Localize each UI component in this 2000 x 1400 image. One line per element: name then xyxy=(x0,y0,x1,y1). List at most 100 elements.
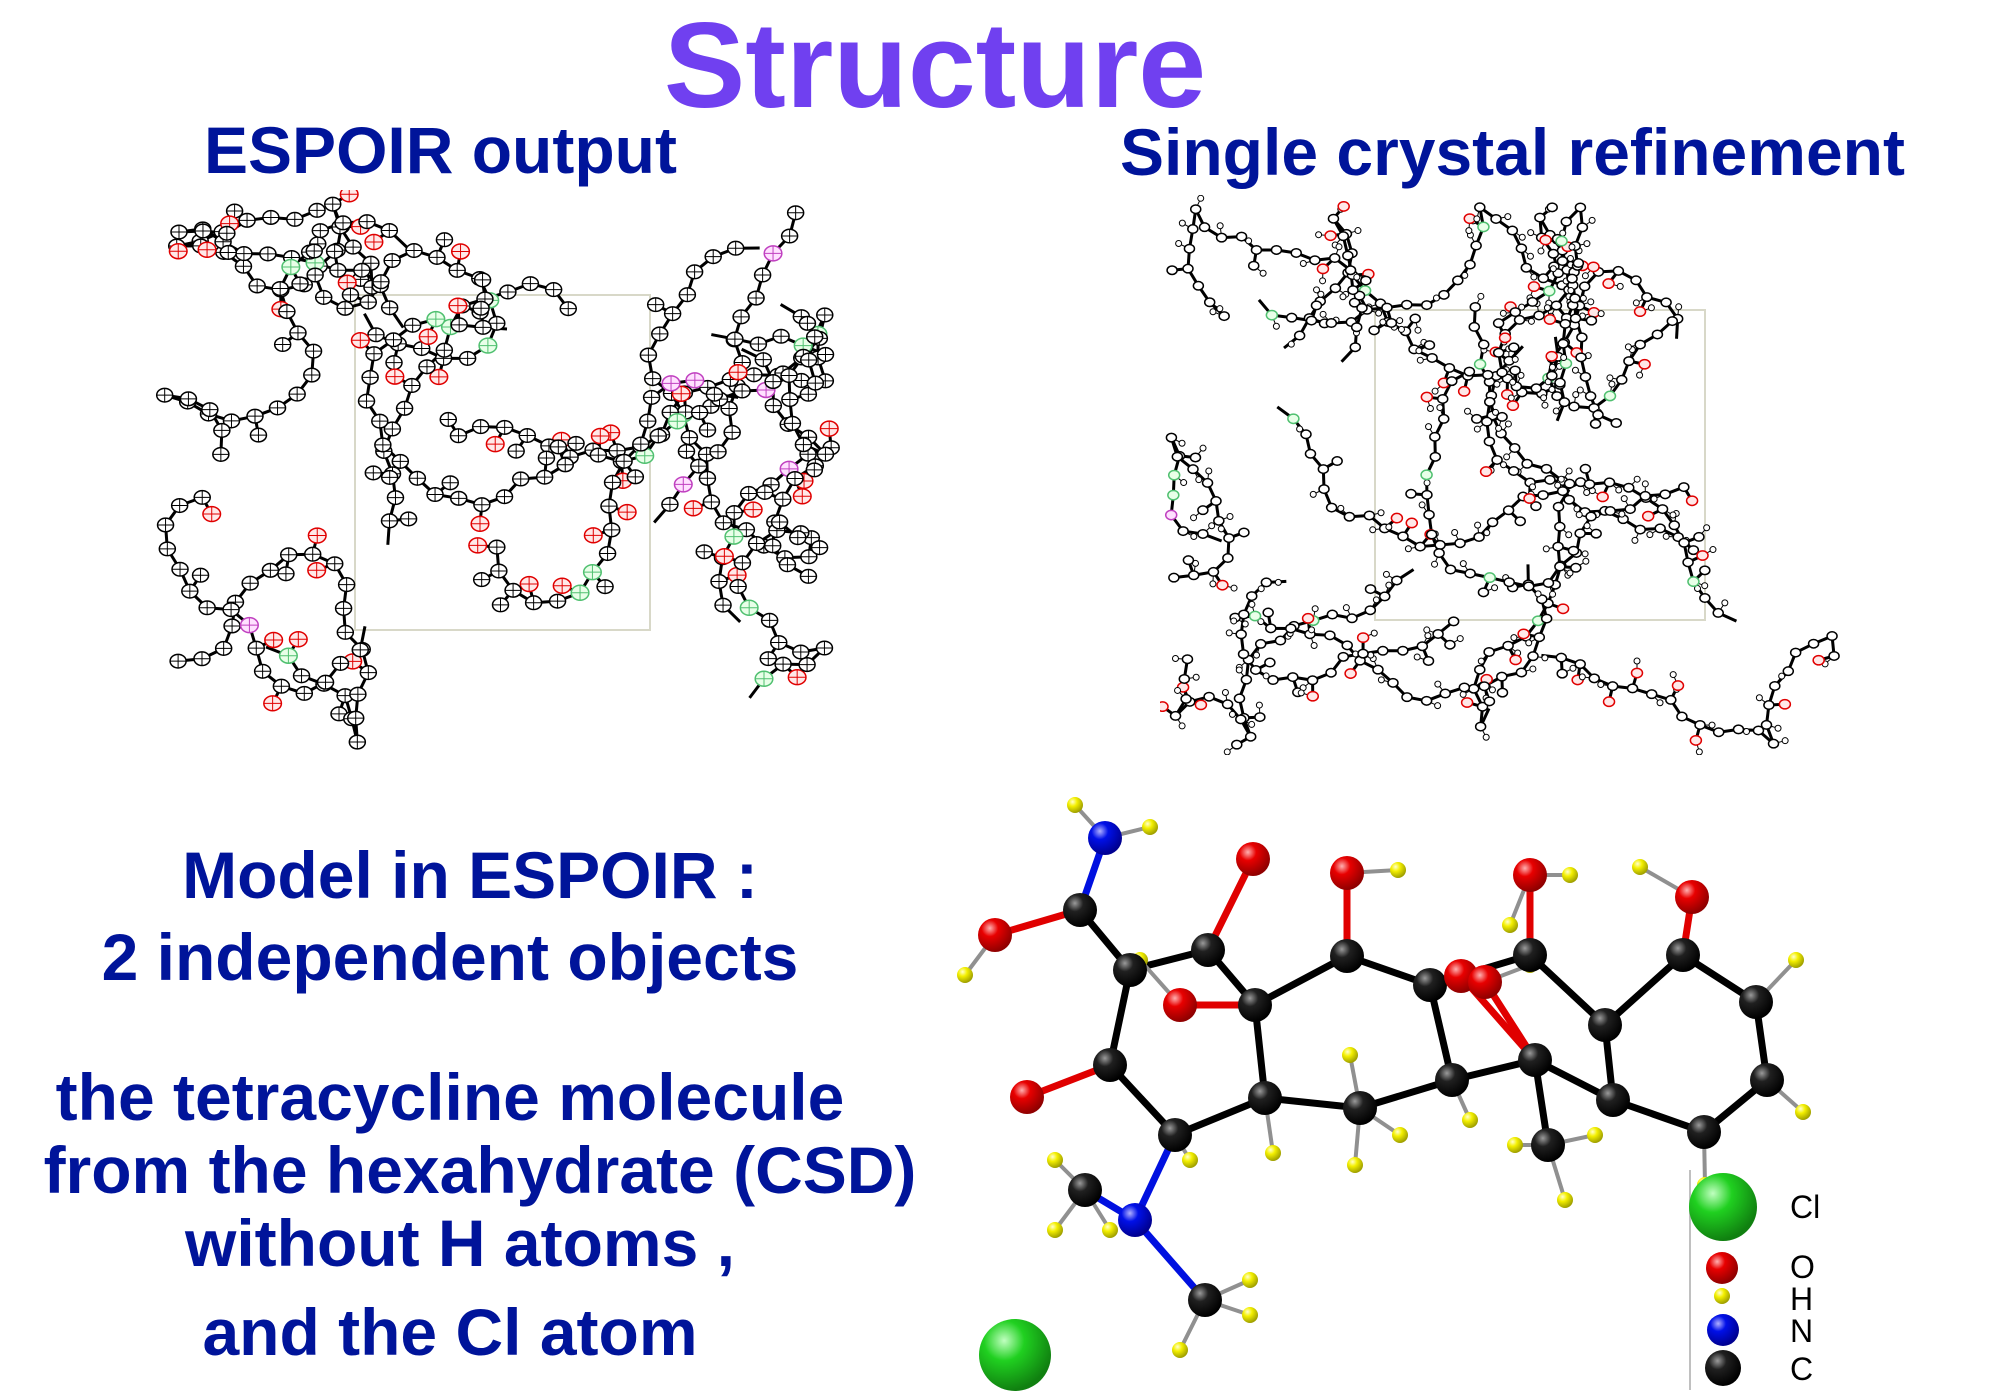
packing-atom xyxy=(667,413,687,430)
packing-atom xyxy=(1828,650,1840,661)
packing-atom xyxy=(1682,557,1694,568)
packing-atom xyxy=(1409,313,1421,324)
molecule-bond xyxy=(1601,951,1687,1029)
packing-atom xyxy=(537,450,556,466)
packing-atom xyxy=(371,413,389,429)
packing-atom xyxy=(598,546,617,562)
packing-atom xyxy=(685,264,704,280)
packing-atom xyxy=(435,342,454,358)
packing-atom xyxy=(590,427,610,445)
packing-atom xyxy=(1612,265,1625,276)
packing-atom xyxy=(198,600,216,616)
packing-atom xyxy=(1610,418,1622,429)
packing-atom xyxy=(1732,724,1745,735)
packing-atom xyxy=(733,383,751,399)
packing-atom xyxy=(1602,696,1616,708)
packing-atom xyxy=(521,276,540,292)
packing-atom xyxy=(1357,648,1369,659)
packing-atom xyxy=(1555,652,1568,663)
packing-atom xyxy=(1421,489,1433,500)
packing-atom xyxy=(358,214,376,230)
packing-atom xyxy=(1260,577,1273,588)
hydrogen-atom xyxy=(1242,1272,1258,1288)
packing-atom xyxy=(1506,400,1520,412)
unit-cell-outline xyxy=(1374,309,1706,621)
packing-atom xyxy=(1363,510,1376,521)
packing-atom xyxy=(764,398,783,414)
packing-atom xyxy=(1265,623,1277,634)
packing-atom xyxy=(238,212,256,228)
packing-atom xyxy=(1167,469,1181,481)
packing-atom xyxy=(1502,505,1515,516)
packing-atom xyxy=(799,568,818,584)
packing-atom xyxy=(1432,628,1444,639)
packing-atom xyxy=(1235,714,1247,725)
hydrogen-atom xyxy=(1172,1342,1188,1358)
packing-atom xyxy=(1210,496,1222,507)
packing-atom xyxy=(1460,697,1474,708)
packing-atom xyxy=(1557,338,1569,349)
packing-atom xyxy=(399,511,418,527)
packing-atom xyxy=(1421,300,1433,311)
hydrogen-atom xyxy=(1067,797,1083,813)
packing-atom xyxy=(646,297,665,313)
packing-atom xyxy=(705,386,724,402)
packing-atom xyxy=(1423,340,1436,351)
packing-atom xyxy=(1316,263,1330,275)
packing-atom xyxy=(348,734,367,750)
packing-atom xyxy=(1426,352,1438,363)
packing-atom xyxy=(780,228,799,244)
packing-atom xyxy=(729,578,747,595)
packing-atom xyxy=(331,655,350,671)
packing-atom xyxy=(582,563,602,581)
packing-atom xyxy=(222,602,240,618)
packing-atom xyxy=(1554,521,1566,532)
packing-atom xyxy=(1572,258,1585,269)
packing-atom xyxy=(1444,564,1457,575)
packing-atom xyxy=(168,242,188,260)
legend-cl-atom xyxy=(1689,1173,1757,1241)
packing-atom xyxy=(1666,316,1679,327)
hydrogen-atom xyxy=(957,967,973,983)
packing-atom xyxy=(325,243,344,259)
packing-atom xyxy=(429,368,449,386)
legend-label-n: N xyxy=(1790,1313,1814,1349)
packing-atom xyxy=(1576,222,1589,233)
packing-atom xyxy=(1218,311,1230,322)
packing-atom xyxy=(1197,528,1209,539)
packing-atom xyxy=(685,372,705,389)
packing-atom xyxy=(1496,367,1508,378)
packing-atom xyxy=(643,371,662,387)
packing-atom xyxy=(792,644,810,660)
packing-atom xyxy=(1492,318,1505,329)
packing-atom xyxy=(1752,725,1765,736)
packing-atom xyxy=(380,300,399,316)
packing-atom xyxy=(1616,374,1628,385)
packing-atom xyxy=(602,522,621,538)
packing-atom xyxy=(728,363,748,381)
packing-atom xyxy=(1479,466,1493,478)
hydrogen-atom xyxy=(1182,1152,1198,1168)
packing-atom xyxy=(1182,263,1194,274)
packing-atom xyxy=(169,653,187,669)
packing-atom xyxy=(193,651,211,667)
hydrogen-atom xyxy=(1342,1047,1358,1063)
packing-atom xyxy=(346,710,365,726)
packing-atom xyxy=(395,400,414,416)
packing-atom xyxy=(1181,654,1194,665)
packing-atom xyxy=(1187,224,1199,235)
packing-atom xyxy=(1364,584,1377,595)
packing-atom xyxy=(1420,469,1433,481)
packing-atom xyxy=(596,579,614,595)
packing-atom xyxy=(559,301,578,317)
packing-atom xyxy=(1579,371,1592,382)
packing-atom xyxy=(1769,680,1781,691)
packing-atom xyxy=(1760,719,1773,730)
packing-atom xyxy=(1508,443,1521,454)
packing-atom xyxy=(1527,651,1539,662)
packing-atom xyxy=(1514,516,1526,527)
packing-atom xyxy=(1589,418,1602,429)
packing-atom xyxy=(295,685,314,701)
packing-atom xyxy=(1515,667,1528,678)
packing-atom xyxy=(1425,529,1438,540)
